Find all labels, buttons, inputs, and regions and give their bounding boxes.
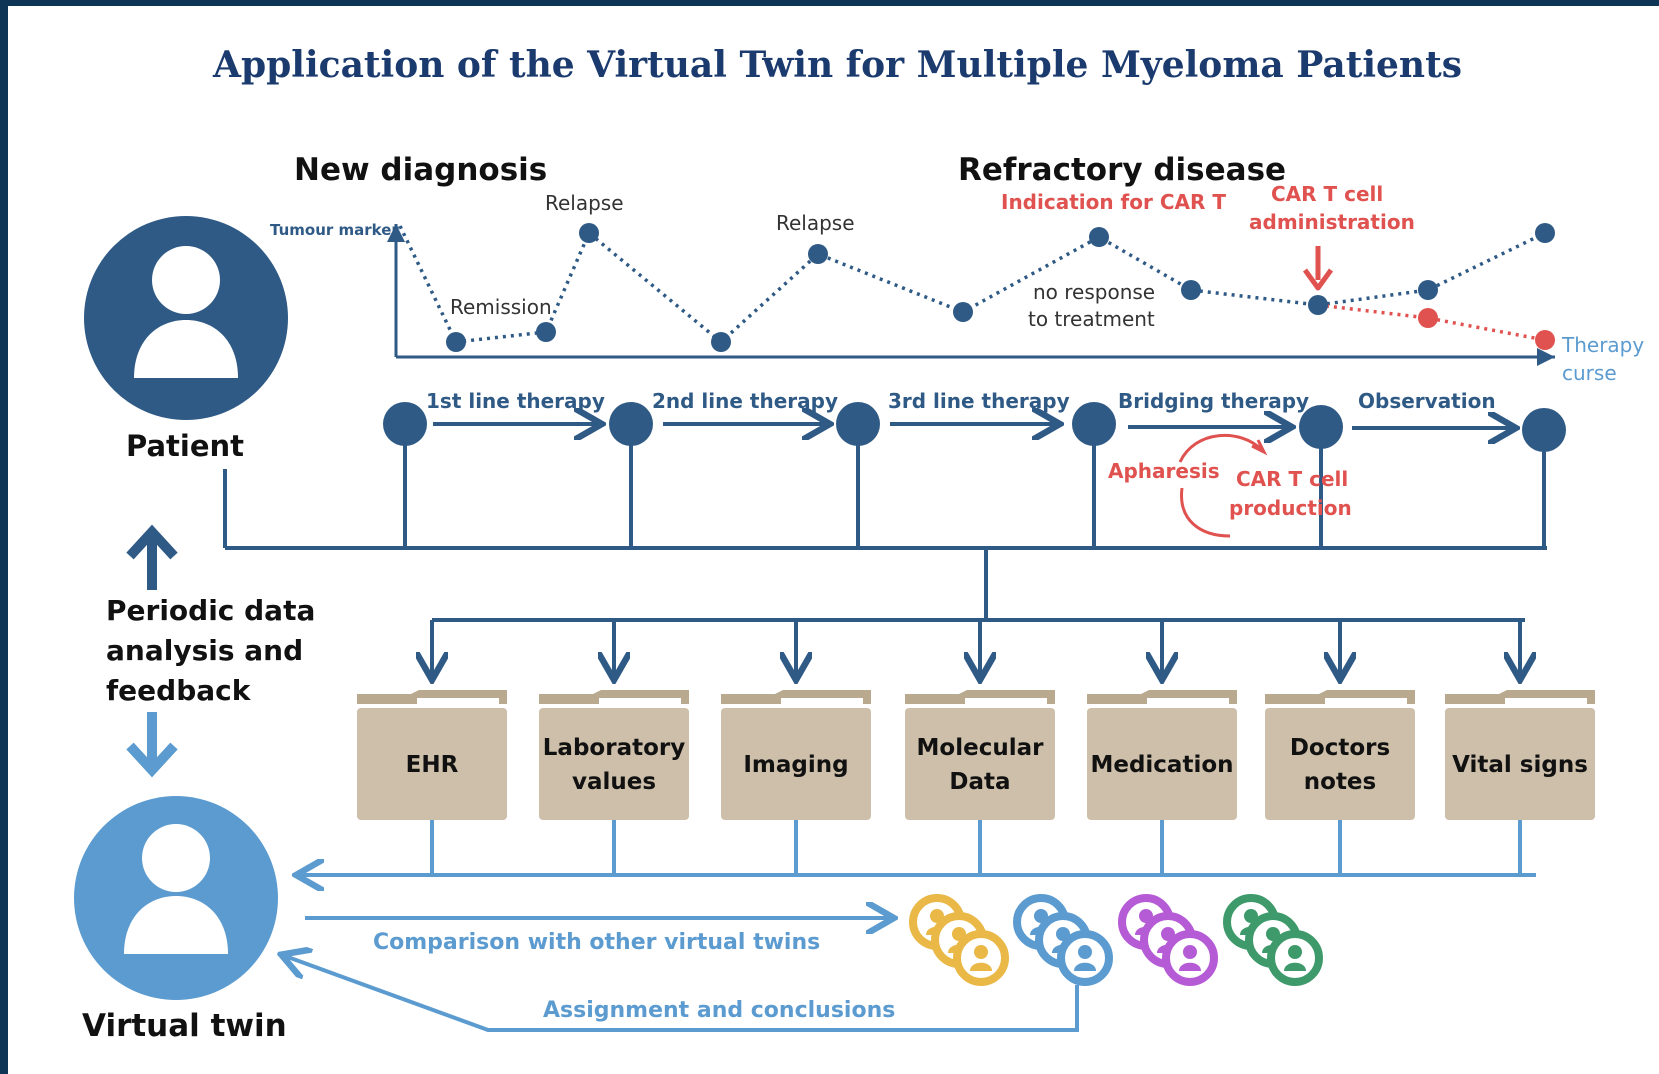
curve-point-car-t-admin — [1308, 295, 1328, 315]
apharesis-label: Apharesis — [1108, 459, 1220, 483]
annotation-car-t-admin-line2: administration — [1249, 210, 1415, 234]
curve-point-response-2 — [1535, 330, 1555, 350]
folder-label: Imaging — [743, 752, 848, 778]
folder-label: Molecular — [917, 735, 1045, 761]
curve-point-no-response-1 — [1418, 280, 1438, 300]
timeline-node-1 — [383, 402, 427, 446]
timeline-node-5 — [1299, 405, 1343, 449]
timeline-step-2: 2nd line therapy — [652, 389, 838, 413]
timeline-node-2 — [609, 402, 653, 446]
folder-label: Laboratory — [543, 735, 685, 761]
folder-label: EHR — [406, 752, 459, 778]
folder-ehr: EHR — [357, 620, 507, 875]
page-title: Application of the Virtual Twin for Mult… — [213, 44, 1462, 86]
folder-label: Medication — [1090, 752, 1233, 778]
folder-label: notes — [1304, 769, 1376, 795]
curve-point-remission-start — [446, 332, 466, 352]
virtual-twin-group-icon — [1013, 894, 1113, 986]
curve-point-relapse-2 — [808, 244, 828, 264]
assignment-arrow — [285, 956, 1079, 1032]
annotation-relapse-1: Relapse — [545, 191, 624, 215]
folder-label: Data — [949, 769, 1010, 795]
timeline-node-4 — [1072, 402, 1116, 446]
tumour-marker-chart: Tumour marker Therapy curse Remission Re… — [270, 182, 1644, 385]
curve-point-low-2 — [711, 332, 731, 352]
folder-vital-signs: Vital signs — [1445, 620, 1595, 875]
car-t-production-line2: production — [1229, 496, 1352, 520]
data-distribution — [432, 548, 1525, 622]
timeline-node-3 — [836, 402, 880, 446]
curve-point-low-3 — [953, 302, 973, 322]
folder-row: EHRLaboratoryvaluesImagingMolecularDataM… — [357, 620, 1595, 875]
assignment-label: Assignment and conclusions — [543, 998, 895, 1023]
folder-label: Doctors — [1290, 735, 1390, 761]
folder-doctors-notes: Doctors notes — [1265, 620, 1415, 875]
feedback-line-2: analysis and — [106, 634, 303, 667]
folder-laboratory-values: Laboratory values — [539, 620, 689, 875]
curve-point-no-response-2 — [1535, 223, 1555, 243]
x-axis-label-line2: curse — [1562, 361, 1617, 385]
curve-point-remission-end — [536, 322, 556, 342]
folder-label: Vital signs — [1452, 752, 1588, 778]
patient-avatar — [84, 216, 288, 420]
annotation-no-response-line2: to treatment — [1028, 307, 1155, 331]
curve-point-bridging — [1181, 280, 1201, 300]
annotation-relapse-2: Relapse — [776, 211, 855, 235]
virtual-twin-group-icon — [909, 894, 1009, 986]
feedback-line-3: feedback — [106, 674, 252, 707]
folder-imaging: Imaging — [721, 620, 871, 875]
curve-point-response-1 — [1418, 308, 1438, 328]
timeline-step-3: 3rd line therapy — [888, 389, 1070, 413]
curve-point-indication — [1089, 227, 1109, 247]
x-axis-label-line1: Therapy — [1561, 333, 1644, 357]
y-axis-label: Tumour marker — [270, 221, 399, 239]
folder-label: values — [572, 769, 656, 795]
comparison-label: Comparison with other virtual twins — [373, 930, 820, 955]
curve-point-relapse-1 — [579, 223, 599, 243]
tumour-marker-line — [398, 225, 1546, 345]
patient-label: Patient — [126, 429, 244, 463]
phase-refractory-disease: Refractory disease — [958, 152, 1286, 188]
virtual-twin-group-icon — [1223, 894, 1323, 986]
folder-medication: Medication — [1087, 620, 1237, 875]
timeline-node-6 — [1522, 408, 1566, 452]
annotation-no-response-line1: no response — [1033, 280, 1155, 304]
virtual-twin-avatar — [74, 796, 278, 1000]
feedback-down-arrow — [126, 712, 178, 778]
timeline-step-4: Bridging therapy — [1118, 389, 1309, 413]
phase-new-diagnosis: New diagnosis — [294, 152, 547, 188]
virtual-twin-group-icon — [1118, 894, 1218, 986]
feedback-line-1: Periodic data — [106, 594, 315, 627]
annotation-car-t-admin-line1: CAR T cell — [1271, 182, 1383, 206]
car-t-cycle — [1178, 433, 1268, 538]
virtual-twin-label: Virtual twin — [82, 1008, 287, 1044]
feedback-up-arrow — [126, 524, 178, 590]
annotation-indication-car-t: Indication for CAR T — [1001, 190, 1226, 214]
timeline-step-5: Observation — [1358, 389, 1496, 413]
other-virtual-twins — [909, 894, 1323, 986]
therapy-timeline: 1st line therapy 2nd line therapy 3rd li… — [223, 389, 1566, 550]
car-t-admin-arrow — [1302, 246, 1334, 291]
timeline-step-1: 1st line therapy — [426, 389, 605, 413]
car-t-production-line1: CAR T cell — [1236, 467, 1348, 491]
annotation-remission: Remission — [450, 295, 552, 319]
